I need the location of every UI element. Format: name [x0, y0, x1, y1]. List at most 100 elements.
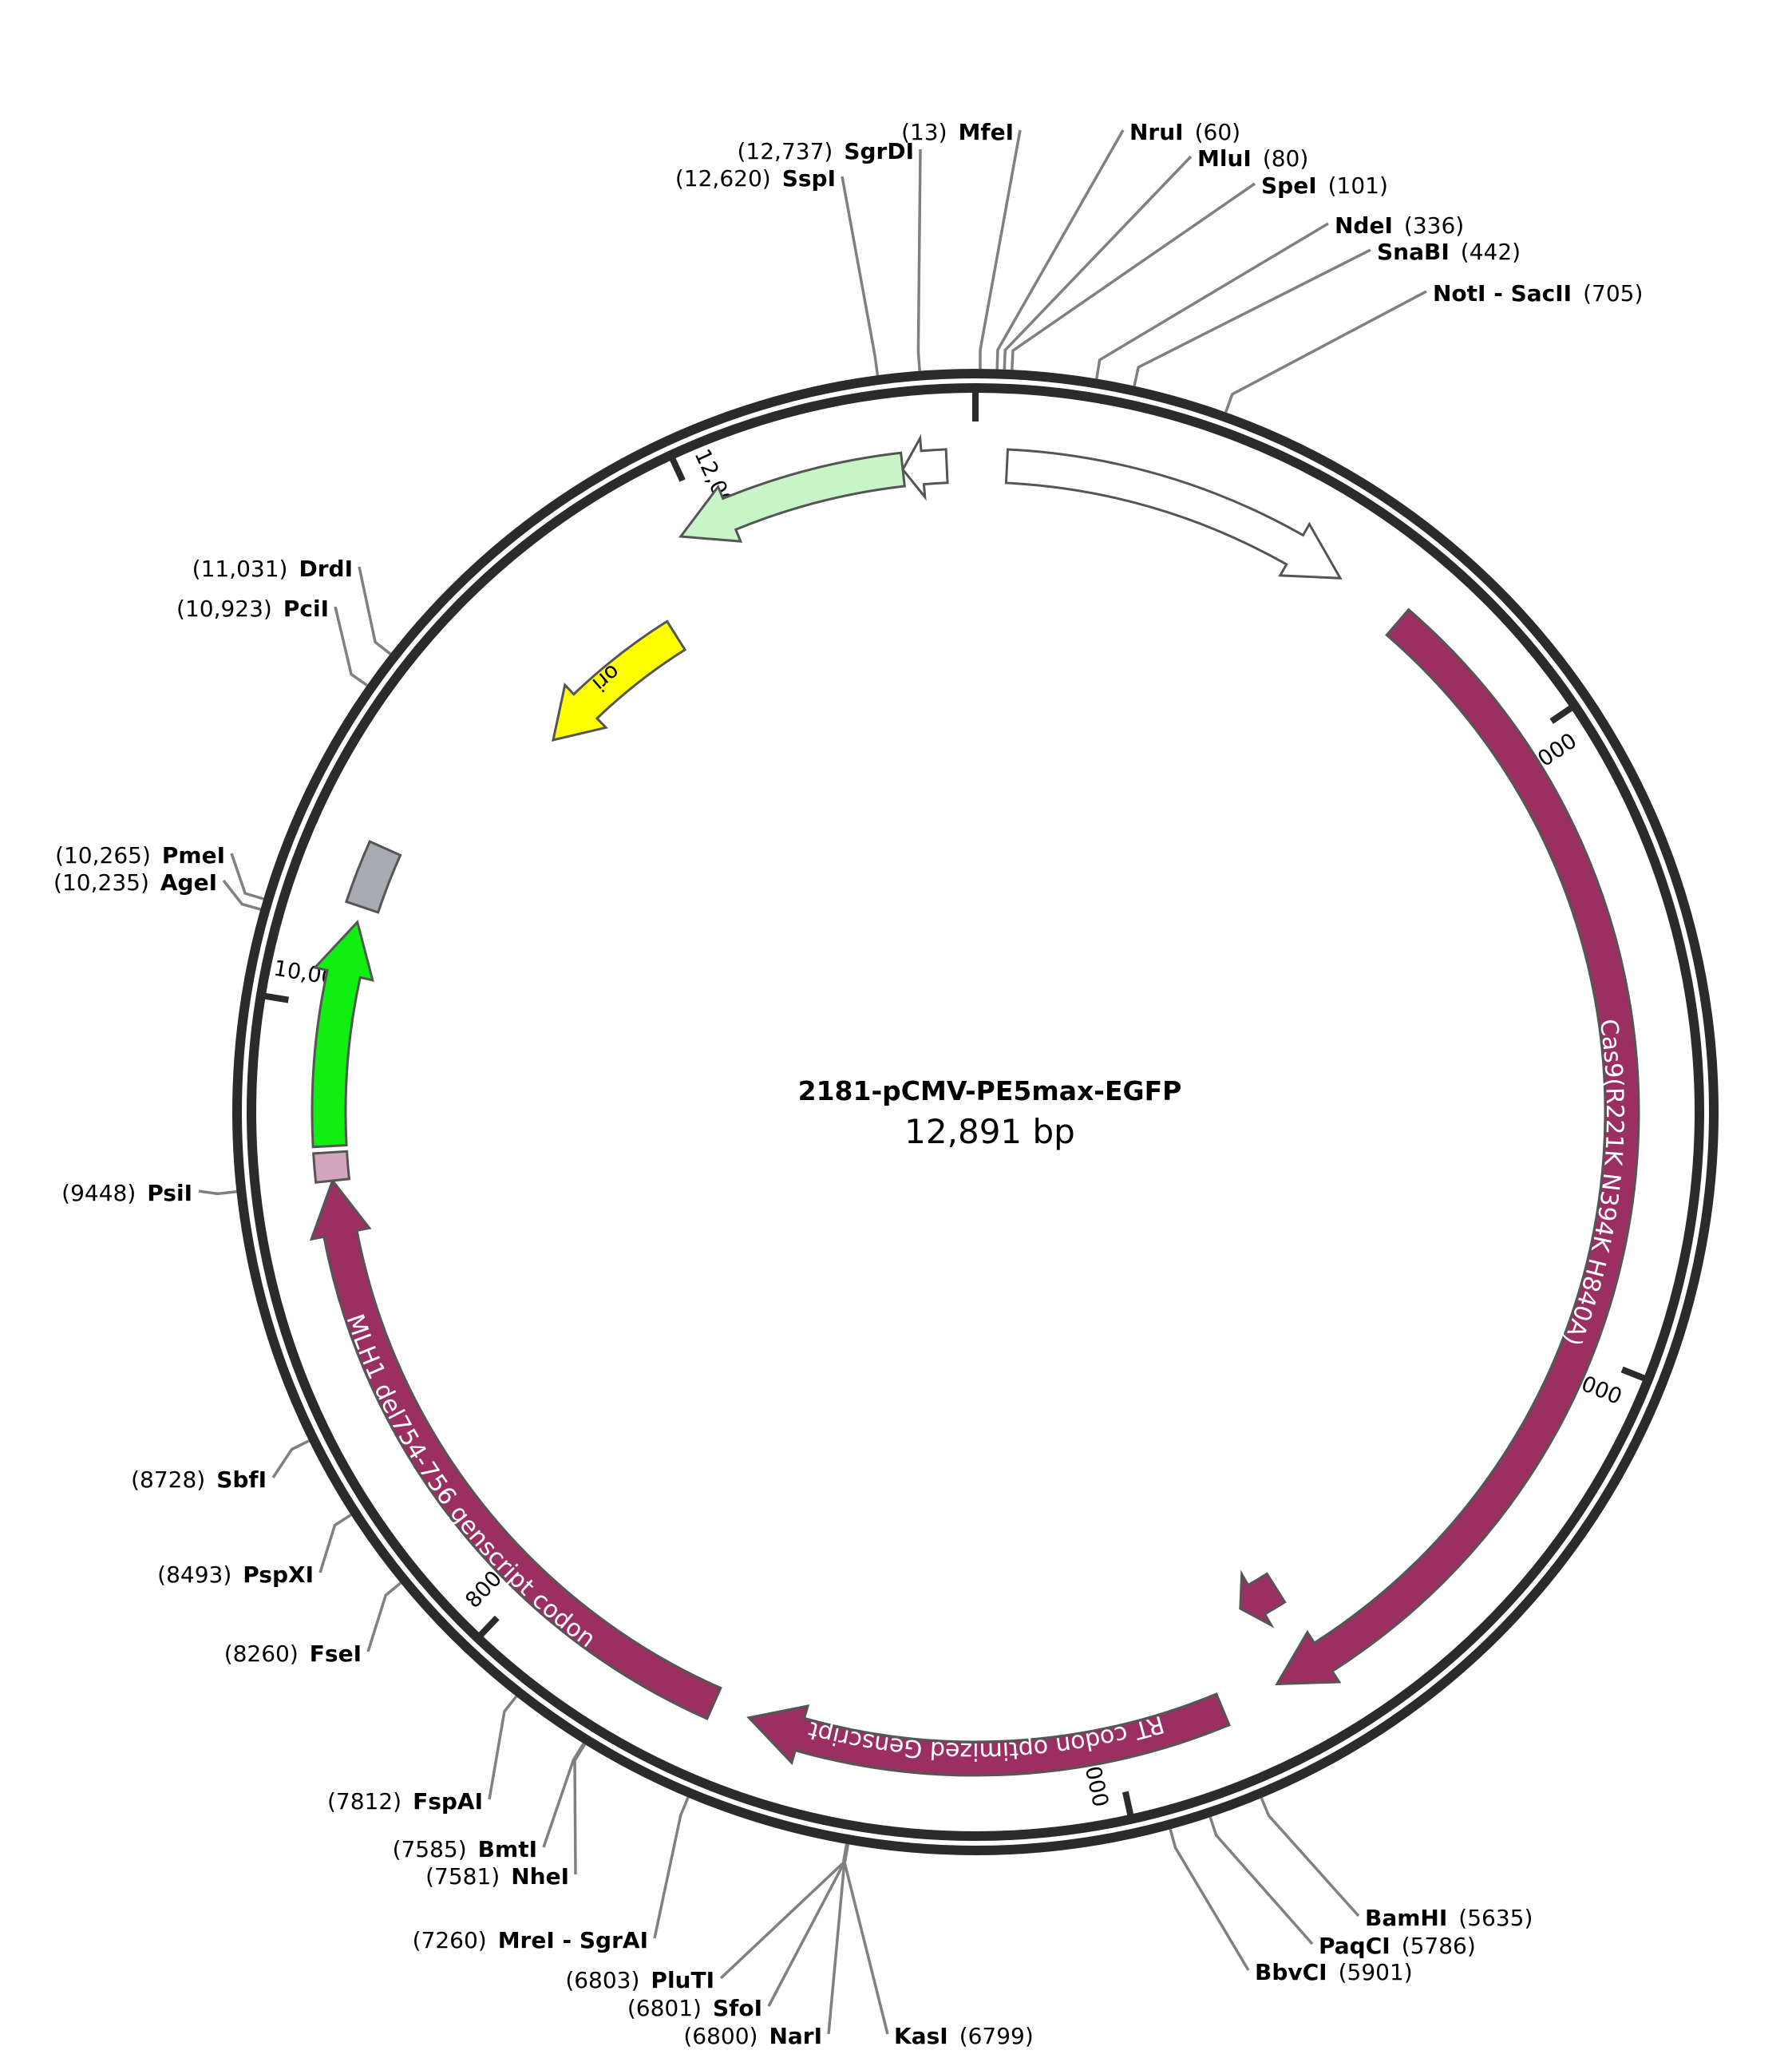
site-name: MreI - SgrAI	[498, 1927, 648, 1953]
site-label-agei: (10,235)AgeI	[53, 869, 217, 896]
site-name: NotI - SacII	[1433, 280, 1572, 307]
site-name: PsiI	[147, 1180, 192, 1206]
tick-mark	[1620, 1366, 1652, 1384]
site-name: FspAI	[413, 1788, 483, 1815]
site-name: AgeI	[160, 869, 217, 896]
feature-label-path	[325, 1181, 711, 1711]
plasmid-name: 2181-pCMV-PE5max-EGFP	[798, 1075, 1182, 1106]
site-leader-line	[1095, 222, 1329, 379]
site-label-paqci: PaqCI (5786)	[1319, 1933, 1476, 1959]
tick-mark	[257, 991, 290, 1003]
tick-mark	[473, 1615, 500, 1643]
site-leader-line	[222, 879, 261, 911]
site-position: (12,737)	[737, 138, 833, 164]
site-position: (7260)	[413, 1927, 487, 1953]
site-label-pluti: (6803)PluTI	[565, 1967, 714, 1993]
site-position: (80)	[1263, 145, 1308, 172]
site-name: NruI	[1129, 119, 1184, 145]
site-label-snabi: SnaBI (442)	[1377, 239, 1521, 265]
promoter-feature	[1004, 448, 1343, 580]
site-label-pspxi: (8493)PspXI	[157, 1561, 314, 1588]
site-label-pmei: (10,265)PmeI	[55, 842, 225, 869]
site-leader-line	[271, 1439, 310, 1478]
site-position: (10,923)	[176, 596, 272, 622]
site-leader-line	[1133, 248, 1371, 386]
site-position: (101)	[1328, 172, 1388, 199]
site-position: (11,031)	[192, 556, 288, 582]
site-label-nari: (6800) NarI	[683, 2023, 822, 2049]
site-leader-line	[1260, 1797, 1360, 1918]
site-name: SnaBI	[1377, 239, 1450, 265]
site-leader-line	[1003, 155, 1193, 370]
cas9-r221k-n394k-h840a-label: Cas9(R221K N394K H840A)	[1558, 1017, 1629, 1349]
site-position: (6799)	[959, 2023, 1034, 2049]
site-leader-line	[653, 1796, 690, 1939]
site-label-mrei-sgrai: (7260) MreI - SgrAI	[413, 1927, 648, 1953]
site-name: PluTI	[651, 1967, 714, 1993]
site-name: MfeI	[959, 119, 1014, 145]
site-name: SbfI	[216, 1466, 267, 1493]
site-label-bamhi: BamHI(5635)	[1365, 1905, 1533, 1931]
site-position: (5901)	[1339, 1959, 1413, 1985]
site-label-sbfi: (8728)SbfI	[131, 1466, 267, 1493]
site-leader-line	[366, 1581, 402, 1652]
site-name: SgrDI	[844, 138, 914, 164]
site-position: (12,620)	[675, 165, 771, 192]
tick-mark	[667, 450, 686, 482]
cas9-r221k-n394k-h840a-feature	[1275, 608, 1640, 1686]
site-label-fsei: (8260)FseI	[224, 1641, 362, 1667]
site-position: (336)	[1404, 212, 1464, 239]
site-label-spei: SpeI (101)	[1261, 172, 1388, 199]
site-name: PspXI	[243, 1561, 314, 1588]
site-leader-line	[843, 1843, 889, 2035]
site-label-drdi: (11,031)DrdI	[192, 556, 353, 582]
site-name: SspI	[782, 165, 836, 192]
site-position: (7812)	[327, 1788, 402, 1815]
site-leader-line	[573, 1743, 587, 1875]
rt-codon-optimized-genscript-feature	[746, 1692, 1231, 1777]
site-position: (442)	[1461, 239, 1521, 265]
pink-small-feature	[312, 1150, 351, 1184]
site-name: NdeI	[1335, 212, 1393, 239]
site-position: (5786)	[1402, 1933, 1476, 1959]
grey-block-feature	[344, 840, 402, 914]
site-label-sfoi: (6801)SfoI	[627, 1995, 762, 2021]
site-position: (6800)	[683, 2023, 758, 2049]
site-leader-line	[916, 148, 922, 371]
site-position: (6801)	[627, 1995, 702, 2021]
site-leader-line	[1169, 1828, 1250, 1971]
site-leaders	[198, 129, 1427, 2035]
site-leader-line	[995, 129, 1125, 370]
site-name: PaqCI	[1319, 1933, 1390, 1959]
site-name: NheI	[511, 1863, 569, 1890]
feature-label-text: Cas9(R221K N394K H840A)	[1558, 1017, 1629, 1349]
site-label-sspi: (12,620) SspI	[675, 165, 836, 192]
site-label-fspai: (7812) FspAI	[327, 1788, 483, 1815]
tick-mark	[1549, 701, 1580, 724]
site-leader-line	[1224, 290, 1427, 414]
site-position: (7581)	[425, 1863, 500, 1890]
small-marker-feature	[1239, 1569, 1287, 1629]
site-label-kasi: KasI(6799)	[894, 2023, 1034, 2049]
site-leader-line	[719, 1843, 849, 1980]
site-label-bmti: (7585)BmtI	[393, 1836, 537, 1862]
site-name: BbvCI	[1255, 1959, 1327, 1985]
site-name: NarI	[769, 2023, 822, 2049]
site-name: MluI	[1197, 145, 1252, 172]
site-leader-line	[334, 606, 368, 687]
site-position: (705)	[1583, 280, 1643, 307]
site-position: (60)	[1195, 119, 1240, 145]
site-label-noti-sacii: NotI - SacII (705)	[1433, 280, 1643, 307]
site-label-ndei: NdeI (336)	[1335, 212, 1464, 239]
site-leader-line	[358, 566, 392, 655]
site-leader-line	[488, 1695, 518, 1800]
site-label-mfei: (13)MfeI	[901, 119, 1014, 145]
site-leader-line	[198, 1189, 237, 1196]
site-leader-line	[230, 853, 264, 900]
site-labels: (13)MfeI NruI (60)MluI (80)SpeI (101) NdeI (33…	[53, 119, 1643, 2049]
site-leader-line	[1011, 182, 1256, 370]
site-leader-line	[841, 176, 880, 376]
site-name: SpeI	[1261, 172, 1317, 199]
